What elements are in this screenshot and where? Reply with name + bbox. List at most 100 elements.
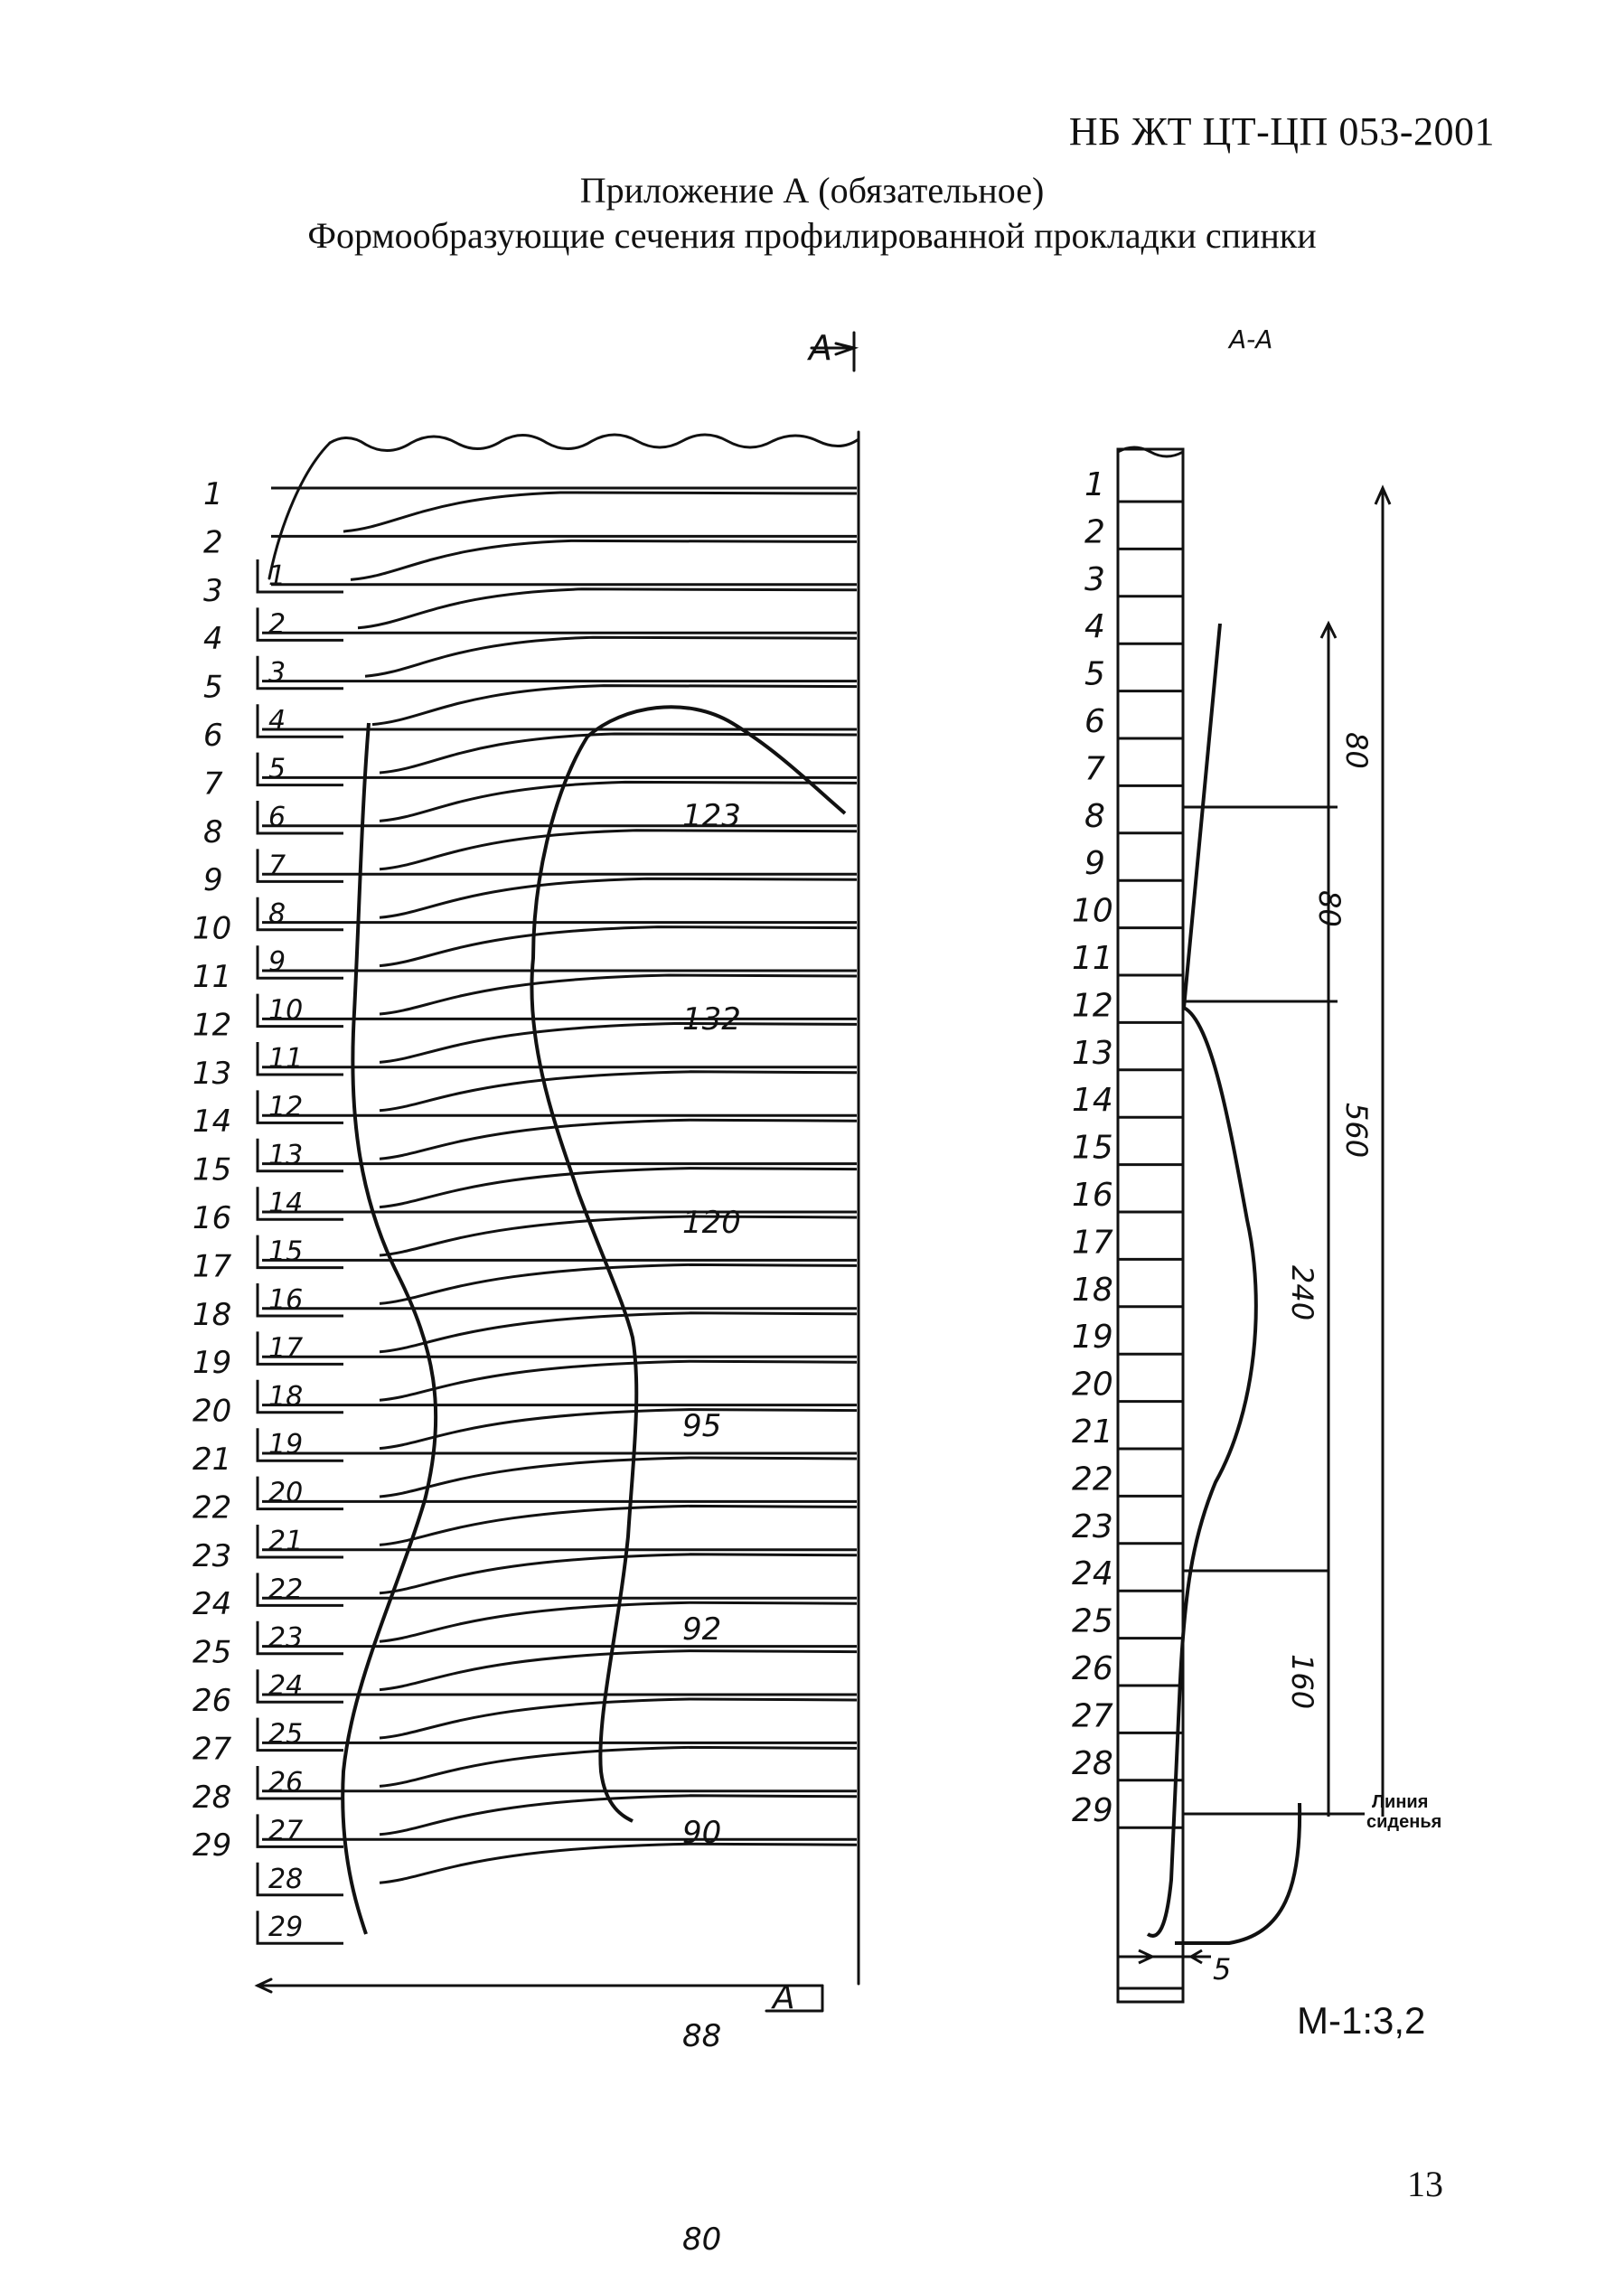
front-step-box bbox=[256, 655, 343, 690]
section-row-label: 23 bbox=[1072, 1508, 1113, 1545]
document-code: НБ ЖТ ЦТ-ЦП 053-2001 bbox=[1068, 109, 1495, 154]
scale-label: М-1:3,2 bbox=[1297, 1999, 1425, 2042]
front-row-label: 10 bbox=[192, 911, 231, 947]
front-row-label: 5 bbox=[203, 670, 223, 706]
front-row-label: 17 bbox=[192, 1248, 232, 1284]
front-step-box bbox=[256, 1862, 343, 1897]
front-row-label: 6 bbox=[203, 718, 223, 754]
section-row-label: 18 bbox=[1072, 1272, 1113, 1309]
front-step-label: 20 bbox=[268, 1478, 303, 1509]
front-row-label: 4 bbox=[203, 621, 223, 657]
front-width-value: 88 bbox=[682, 2018, 721, 2054]
front-row-label: 20 bbox=[192, 1394, 231, 1430]
front-contour-curve bbox=[379, 1215, 858, 1257]
front-contour-curve bbox=[379, 877, 858, 919]
front-contour-curve bbox=[379, 1408, 858, 1451]
front-width-value: 120 bbox=[682, 1205, 741, 1241]
front-contour-curve bbox=[379, 732, 858, 775]
front-step-label: 13 bbox=[268, 1140, 303, 1171]
front-contour-curve bbox=[379, 1649, 858, 1692]
front-row-label: 2 bbox=[203, 524, 223, 560]
front-contour-curve bbox=[379, 829, 858, 871]
front-step-box bbox=[256, 993, 343, 1028]
dim-thickness: 5 bbox=[1213, 1952, 1231, 1987]
front-contour-curve bbox=[350, 539, 858, 581]
front-step-box bbox=[256, 945, 343, 980]
front-labels: 1234567891011121314151617181920212223242… bbox=[192, 476, 232, 1864]
section-row-label: 10 bbox=[1072, 893, 1113, 930]
section-row-label: 5 bbox=[1084, 656, 1105, 693]
front-step-label: 22 bbox=[268, 1573, 303, 1605]
front-step-box bbox=[256, 1379, 343, 1414]
front-contour-curve bbox=[343, 491, 858, 533]
front-step-box bbox=[256, 801, 343, 835]
section-strip bbox=[1116, 447, 1185, 2004]
front-step-box bbox=[256, 1331, 343, 1366]
front-contour-curve bbox=[379, 1745, 858, 1788]
seat-line-label-2: сиденья bbox=[1366, 1812, 1441, 1832]
front-step-label: 27 bbox=[268, 1815, 303, 1846]
front-step-box bbox=[256, 1235, 343, 1270]
front-row-label: 1 bbox=[203, 476, 223, 512]
front-contour-curve bbox=[364, 635, 858, 678]
seat-line-label-1: Линия bbox=[1372, 1792, 1428, 1812]
front-contour-curve bbox=[379, 1311, 858, 1354]
section-row-label: 24 bbox=[1072, 1555, 1113, 1592]
front-step-label: 9 bbox=[268, 946, 286, 978]
page-number: 13 bbox=[1407, 2164, 1443, 2204]
front-step-label: 14 bbox=[268, 1188, 303, 1219]
front-row-label: 7 bbox=[203, 765, 223, 802]
front-contour-curve bbox=[379, 1359, 858, 1402]
front-step-label: 2 bbox=[268, 608, 286, 640]
front-row-label: 14 bbox=[192, 1104, 231, 1140]
section-row-label: 13 bbox=[1072, 1035, 1113, 1072]
front-step-label: 19 bbox=[268, 1429, 303, 1461]
section-row-label: 22 bbox=[1072, 1461, 1113, 1498]
front-step-box bbox=[256, 752, 343, 787]
front-step-label: 16 bbox=[268, 1284, 303, 1316]
section-row-label: 4 bbox=[1084, 608, 1105, 645]
section-title: А-А bbox=[1227, 324, 1272, 354]
front-contour-curve bbox=[371, 684, 858, 727]
front-step-label: 21 bbox=[268, 1526, 303, 1557]
front-step-box bbox=[256, 1525, 343, 1559]
front-contour-curve bbox=[379, 1263, 858, 1305]
front-row-label: 29 bbox=[192, 1827, 231, 1864]
left-profile-curve bbox=[341, 722, 438, 1935]
front-step-box bbox=[256, 897, 343, 932]
front-step-box bbox=[256, 1090, 343, 1124]
front-row-label: 25 bbox=[192, 1635, 231, 1671]
front-row-label: 26 bbox=[192, 1683, 231, 1719]
section-row-label: 11 bbox=[1072, 940, 1113, 977]
section-row-label: 25 bbox=[1072, 1603, 1113, 1640]
front-contour-curve bbox=[379, 1118, 858, 1160]
section-row-label: 6 bbox=[1084, 703, 1105, 740]
front-step-label: 26 bbox=[268, 1767, 303, 1799]
front-row-label: 8 bbox=[203, 814, 223, 850]
section-row-label: 26 bbox=[1072, 1650, 1113, 1687]
front-row-label: 15 bbox=[192, 1152, 231, 1188]
front-step-box bbox=[256, 1717, 343, 1752]
section-view bbox=[1116, 446, 1392, 2004]
front-step-label: 12 bbox=[268, 1091, 303, 1122]
front-step-box bbox=[256, 1428, 343, 1462]
front-step-label: 11 bbox=[268, 1043, 303, 1075]
front-row-label: 28 bbox=[192, 1780, 231, 1816]
front-row-label: 27 bbox=[192, 1731, 232, 1767]
front-step-box bbox=[256, 1620, 343, 1656]
front-contour-curve bbox=[379, 1697, 858, 1740]
front-step-label: 28 bbox=[268, 1864, 303, 1895]
front-step-label: 18 bbox=[268, 1381, 303, 1413]
front-row-label: 12 bbox=[192, 1007, 231, 1043]
front-step-box bbox=[256, 1283, 343, 1318]
front-step-label: 3 bbox=[268, 657, 286, 689]
section-mark-bottom: А bbox=[771, 1979, 795, 2016]
front-step-box bbox=[256, 704, 343, 738]
front-step-label: 29 bbox=[268, 1911, 303, 1943]
front-step-label: 6 bbox=[268, 802, 286, 833]
front-contour-curve bbox=[379, 1601, 858, 1643]
dim-thick-arrows bbox=[1138, 1949, 1203, 1965]
front-step-label: 7 bbox=[268, 850, 286, 881]
